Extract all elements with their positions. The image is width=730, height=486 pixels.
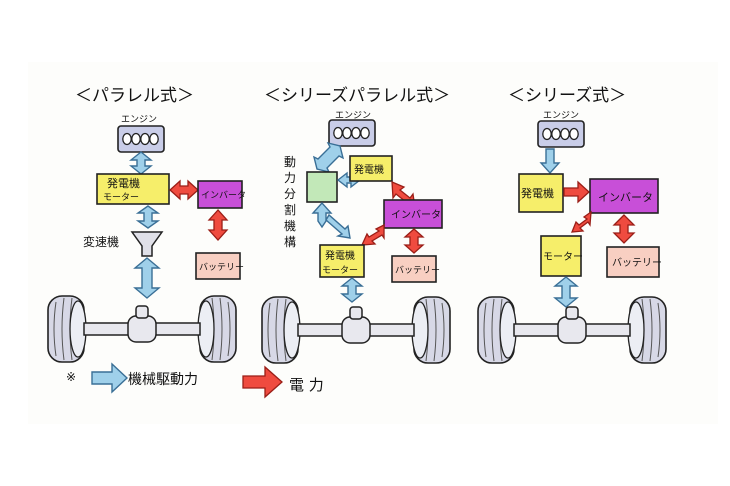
elec-arrow-series-parallel-2 [360,223,385,246]
engine-icon-series-parallel [328,119,376,147]
legend-elec-arrow-icon [242,365,283,399]
label-battery-series-parallel: バッテリー [395,265,440,276]
label-power-split-6: 構 [284,235,296,249]
label-engine-series-parallel: エンジン [335,111,371,121]
label-generator-series-parallel-2: 発電機 [325,249,355,262]
battery-box-series-parallel [391,255,437,283]
mech-arrow-series-1 [539,148,561,175]
engine-icon-parallel [117,125,165,153]
label-battery-parallel: バッテリー [199,262,244,273]
elec-arrow-series-parallel-3 [403,228,425,254]
engine-icon-series [537,120,585,148]
generator-box-series-parallel [349,155,393,182]
label-transmission: 変速機 [83,234,119,249]
label-motor-parallel: モーター [103,192,139,203]
generator-motor-box-parallel [96,173,170,205]
label-power-split-1: 動 [284,155,296,169]
label-power-split-3: 分 [284,187,296,201]
label-power-split-5: 機 [284,218,296,233]
label-inverter-series-parallel: インバータ [391,209,441,221]
elec-arrow-parallel-2 [207,209,229,241]
elec-arrow-series-2 [571,210,592,233]
label-battery-series: バッテリー [612,257,662,269]
mech-arrow-parallel-2 [135,205,161,229]
generator-motor-box-series-parallel [319,244,365,278]
label-engine-parallel: エンジン [121,115,157,125]
label-generator-series-parallel: 発電機 [354,163,384,176]
label-power-split-2: 力 [284,171,296,185]
legend-electric-label: 電 力 [289,376,324,394]
label-generator-parallel: 発電機 [107,176,140,190]
title-parallel: ＜パラレル式＞ [75,86,194,106]
elec-arrow-series-3 [612,214,636,244]
inverter-box-series-parallel [383,199,443,229]
transmission-icon [130,231,164,257]
battery-box-parallel [195,252,241,280]
mech-arrow-series-parallel-3 [311,201,351,239]
mech-arrow-series-2 [553,276,579,308]
battery-box-series [606,246,660,278]
inverter-box-series [589,178,659,214]
elec-arrow-series-1 [563,180,590,204]
label-motor-series-parallel: モーター [322,265,358,276]
legend-mechanical-label: 機械駆動力 [128,372,198,388]
title-series-parallel: ＜シリーズパラレル式＞ [264,86,450,106]
power-split-device [306,171,338,203]
inverter-box-parallel [197,180,243,209]
axle-series-parallel [261,296,451,364]
title-series: ＜シリーズ式＞ [508,86,626,106]
mech-arrow-series-parallel-1 [312,141,345,174]
legend-note: ※ [66,370,76,384]
label-inverter-parallel: インバータ [201,190,246,201]
motor-box-series [540,235,582,277]
legend-mech-arrow-icon [91,362,129,394]
label-power-split-4: 割 [284,202,296,217]
label-motor-series: モーター [543,251,583,263]
axle-series [477,296,667,364]
mech-arrow-parallel-3 [133,257,161,299]
mech-arrow-parallel-1 [129,151,153,175]
axle-parallel [47,295,237,363]
generator-box-series [518,173,564,213]
label-inverter-series: インバータ [598,191,653,204]
label-generator-series: 発電機 [521,186,554,200]
label-engine-series: エンジン [543,111,579,121]
elec-arrow-parallel-1 [169,179,199,201]
mech-arrow-series-parallel-4 [340,277,364,303]
